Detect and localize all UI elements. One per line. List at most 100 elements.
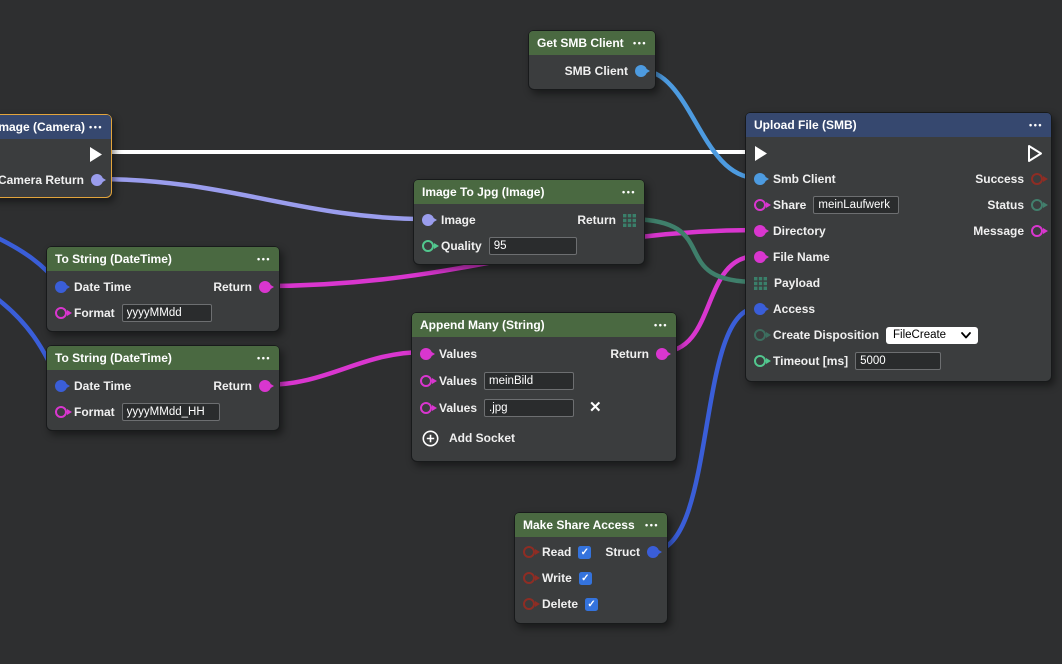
input-port-date-time[interactable] [55,281,67,293]
output-port-status[interactable] [1031,199,1043,211]
share-input[interactable] [813,196,900,214]
wire-tostring2-to-appendmany [261,349,428,388]
node-header[interactable]: Image (Camera) ••• [0,115,111,139]
node-title: Image (Camera) [0,120,86,134]
wire-smbclient-to-upload [637,67,760,181]
node-get-smb-client[interactable]: Get SMB Client ••• SMB Client [528,30,656,90]
delete-checkbox[interactable]: ✓ [585,597,599,611]
port-label: Return [610,346,649,361]
add-socket-label: Add Socket [449,431,516,445]
format-input[interactable] [121,304,212,322]
input-port-file-name[interactable] [754,251,766,263]
read-checkbox[interactable]: ✓ [578,545,592,559]
input-port-values-2[interactable] [420,374,432,387]
output-port-struct[interactable] [647,546,659,558]
wire-struct-to-access [649,305,760,554]
node-upload-file[interactable]: Upload File (SMB) ••• Smb Client Success [745,112,1052,382]
input-port-values-1[interactable] [420,347,432,360]
input-port-image[interactable] [422,214,434,226]
port-label: Access [773,302,816,316]
input-port-format[interactable] [55,307,67,319]
port-label: Share [773,198,807,212]
node-header[interactable]: To String (DateTime) ••• [47,247,279,271]
port-label: Date Time [74,379,132,393]
output-port-success[interactable] [1031,173,1043,185]
input-port-values-3[interactable] [420,401,432,414]
node-menu-icon[interactable]: ••• [89,121,103,132]
timeout-input[interactable] [855,352,942,370]
port-label: Format [74,306,115,320]
node-menu-icon[interactable]: ••• [257,253,271,264]
struct-grid-port-icon[interactable] [623,213,636,227]
flow-in-icon[interactable] [754,145,768,162]
node-header[interactable]: To String (DateTime) ••• [47,346,279,370]
output-port-return[interactable] [259,380,271,392]
node-header[interactable]: Upload File (SMB) ••• [746,113,1051,137]
node-menu-icon[interactable]: ••• [645,519,659,530]
values-3-input[interactable] [484,398,575,417]
node-header[interactable]: Append Many (String) ••• [412,313,676,337]
remove-socket-icon[interactable]: ✕ [589,399,602,416]
quality-input[interactable] [488,237,577,255]
node-header[interactable]: Get SMB Client ••• [529,31,655,55]
node-menu-icon[interactable]: ••• [633,37,647,48]
node-title: To String (DateTime) [55,351,172,365]
wire-camerareturn-to-image [93,176,430,222]
node-title: Upload File (SMB) [754,118,857,132]
node-to-string-2[interactable]: To String (DateTime) ••• Date Time Retur… [46,345,280,431]
node-menu-icon[interactable]: ••• [257,352,271,363]
input-port-smb-client[interactable] [754,173,766,185]
flow-out-icon[interactable] [89,146,103,163]
node-image-camera[interactable]: Image (Camera) ••• Camera Return [0,114,112,198]
port-label: Quality [441,239,482,253]
output-port-message[interactable] [1031,225,1043,237]
node-header[interactable]: Image To Jpg (Image) ••• [414,180,644,204]
node-menu-icon[interactable]: ••• [654,319,668,330]
port-label: Camera Return [0,173,84,187]
port-label: Values [439,346,478,361]
format-input[interactable] [121,403,220,421]
input-port-write[interactable] [523,572,535,584]
port-label: Success [975,172,1024,186]
input-port-format[interactable] [55,406,67,418]
input-port-delete[interactable] [523,598,535,610]
input-port-directory[interactable] [754,225,766,237]
output-port-return[interactable] [259,281,271,293]
flow-out-icon[interactable] [1027,144,1043,163]
add-socket-button[interactable]: Add Socket [412,421,676,455]
port-label: Values [439,400,478,415]
port-label: Date Time [74,280,132,294]
port-label: Smb Client [773,172,836,186]
node-header[interactable]: Make Share Access ••• [515,513,667,537]
plus-circle-icon [422,430,439,446]
output-port-camera-return[interactable] [91,174,103,186]
port-label: Write [542,571,572,585]
port-label: Return [213,379,252,393]
input-port-share[interactable] [754,199,766,211]
port-label: Create Disposition [773,328,880,342]
write-checkbox[interactable]: ✓ [578,571,592,585]
input-port-read[interactable] [523,546,535,558]
node-title: To String (DateTime) [55,252,172,266]
node-make-share-access[interactable]: Make Share Access ••• Read ✓ Struct Writ… [514,512,668,624]
node-to-string-1[interactable]: To String (DateTime) ••• Date Time Retur… [46,246,280,332]
output-port-return[interactable] [656,347,668,360]
port-label: Read [542,545,572,559]
node-menu-icon[interactable]: ••• [1029,119,1043,130]
input-port-create-disposition[interactable] [754,329,766,341]
values-2-input[interactable] [484,371,575,390]
input-port-access[interactable] [754,303,766,315]
struct-grid-port-icon[interactable] [754,276,767,290]
create-disposition-select[interactable]: FileCreate [886,326,979,344]
input-port-date-time[interactable] [55,380,67,392]
node-menu-icon[interactable]: ••• [622,186,636,197]
input-port-quality[interactable] [422,240,434,252]
input-port-timeout[interactable] [754,355,766,367]
node-append-many[interactable]: Append Many (String) ••• Values Return V… [411,312,677,462]
node-image-to-jpg[interactable]: Image To Jpg (Image) ••• Image Return Qu… [413,179,645,265]
node-title: Append Many (String) [420,318,545,332]
output-port-smb-client[interactable] [635,65,647,77]
port-label: Status [987,198,1024,212]
